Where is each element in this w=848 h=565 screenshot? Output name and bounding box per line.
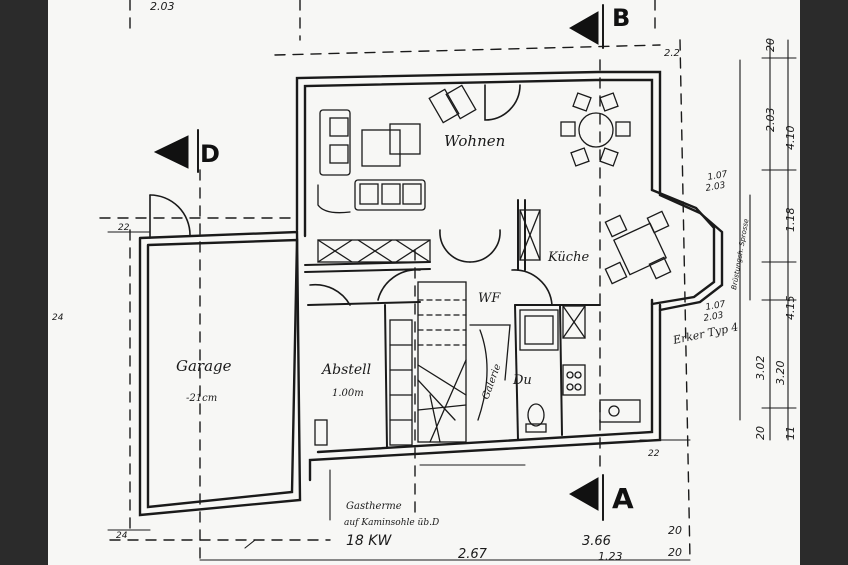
dim-right-20b: 20 — [754, 426, 767, 440]
exterior-walls — [138, 70, 724, 517]
section-marker-lines — [197, 4, 604, 521]
room-label-du: Du — [512, 373, 532, 388]
erker-dim-bot-1: 1.07 — [705, 300, 727, 313]
dim-right-415: 4.15 — [784, 296, 797, 321]
erker-dim-top-1: 1.07 — [707, 170, 729, 183]
dim-top-left: 2.03 — [150, 0, 175, 13]
room-label-galerie: Galerie — [480, 362, 503, 401]
room-sub-abstell: 1.00m — [332, 388, 364, 399]
dimension-lines — [107, 39, 797, 561]
dim-bottom-366: 3.66 — [582, 534, 611, 549]
room-label-wf: WF — [478, 291, 501, 306]
room-label-erker: Erker Typ 4 — [671, 320, 740, 347]
dim-bottom-20b: 20 — [668, 546, 682, 559]
dim-right-302: 3.02 — [754, 356, 767, 381]
section-arrows — [153, 11, 599, 511]
room-label-kueche: Küche — [547, 250, 589, 265]
room-label-wohnen: Wohnen — [444, 132, 505, 150]
section-marker-d: D — [200, 140, 220, 168]
erker-dim-bot-2: 2.03 — [703, 311, 725, 324]
note-heating-3: 18 KW — [346, 533, 392, 549]
fixtures — [314, 209, 641, 446]
dim-left-24b: 24 — [52, 313, 64, 323]
dim-left-24: 24 — [116, 531, 128, 541]
dim-right-11: 11 — [784, 426, 797, 440]
erker-dim-top-2: 2.03 — [705, 181, 727, 194]
dim-top-right: 2.2 — [664, 48, 680, 59]
note-heating-1: Gastherme — [346, 501, 402, 512]
room-sub-garage: -21cm — [186, 393, 217, 404]
staircase — [417, 281, 511, 443]
round-dining-table — [560, 92, 631, 167]
room-label-abstell: Abstell — [320, 362, 371, 378]
section-arrow-b — [568, 11, 599, 45]
dim-right-320: 3.20 — [774, 361, 787, 386]
interior-walls — [304, 199, 601, 449]
dim-bottom-267: 2.67 — [458, 547, 488, 562]
section-marker-b: B — [612, 4, 630, 32]
dim-right-118: 1.18 — [784, 208, 797, 233]
dim-bottom-20: 20 — [668, 524, 682, 537]
note-heating-2: auf Kaminsohle üb.D — [344, 518, 439, 528]
section-marker-a: A — [612, 482, 634, 515]
room-label-garage: Garage — [176, 357, 232, 375]
dim-bottom-123: 1.23 — [598, 550, 623, 563]
section-arrow-d — [153, 135, 189, 169]
living-furniture — [317, 84, 477, 263]
doors — [149, 84, 553, 306]
section-arrow-a — [568, 477, 599, 511]
dim-right-410: 4.10 — [784, 126, 797, 151]
dim-right-20: 20 — [764, 38, 777, 52]
dim-right-203: 2.03 — [764, 108, 777, 133]
dim-left-22: 22 — [118, 223, 130, 233]
dim-bottom-22: 22 — [648, 449, 660, 459]
bay-dining-table — [604, 210, 672, 285]
